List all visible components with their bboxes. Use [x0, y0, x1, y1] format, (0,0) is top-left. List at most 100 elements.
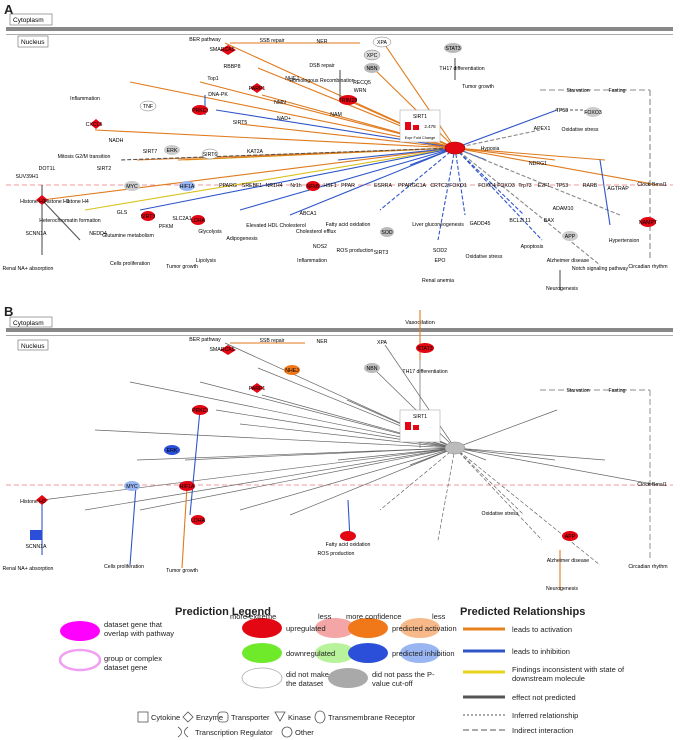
node-label: TP53	[556, 183, 569, 189]
pathway-diagram-b: Cytoplasm Nucleus Vasodilation	[3, 310, 673, 592]
node-label: TNF	[143, 104, 153, 110]
node-label: NER	[317, 39, 328, 45]
legend-tm-receptor: Transmembrane Receptor	[328, 713, 416, 722]
prediction-legend: Prediction Legend Predicted Relationship…	[0, 598, 680, 740]
node-label: PFKM	[159, 224, 173, 230]
node-label: Renal NA+ absorption	[3, 266, 54, 272]
node-label: FOXO4	[478, 183, 496, 189]
node-label: Clock-Bmal1	[637, 482, 667, 488]
legend-rel-incons: Findings inconsistent with state of down…	[512, 665, 625, 683]
node-label: E2F1	[538, 183, 551, 189]
node-label: NDRG1	[529, 161, 547, 167]
node-label: Starvation	[566, 88, 589, 94]
node-label: NHEJ	[285, 368, 299, 374]
legend-down-swatch	[242, 643, 282, 663]
node-label: Hypoxia	[481, 146, 500, 152]
node-label: XPC	[367, 53, 378, 59]
node-label: Starvation	[566, 388, 589, 394]
node-label: Tumor growth	[462, 84, 494, 90]
node-label: SREBF1	[242, 183, 262, 189]
node-label: APP	[565, 534, 576, 540]
node-label: Fatty acid oxidation	[326, 542, 371, 548]
node-label: STAT3	[445, 46, 460, 52]
legend-pred-act: predicted activation	[392, 624, 457, 633]
legend-less: less	[318, 612, 332, 621]
node-label: HIF1A	[180, 484, 195, 490]
node-label: SMARCA5	[209, 47, 234, 53]
node-label: Top1	[207, 76, 218, 82]
node-label: Hypertension	[609, 238, 640, 244]
node-label: CXCL5	[86, 122, 103, 128]
node-label: SCNN1A	[25, 544, 47, 550]
node-label: SIRT2	[97, 166, 112, 172]
legend-rel-np: effect not predicted	[512, 693, 576, 702]
node-label: Fatty acid oxidation	[326, 222, 371, 228]
node-label: Alzheimer disease	[547, 258, 589, 264]
node-label: SIRT6	[203, 152, 218, 158]
node-label: Oxidative stress	[466, 254, 503, 260]
node-label: ESRRA	[374, 183, 392, 189]
node-label: MYC	[126, 184, 138, 190]
legend-inferred: Inferred relationship	[512, 711, 579, 720]
node-label: HIF1A	[180, 184, 195, 190]
legend-more-extreme: more extreme	[230, 612, 277, 621]
node-label: Elevated HDL Cholesterol	[246, 223, 306, 229]
node-label: Heterochromatin formation	[39, 218, 101, 224]
node-label: Homologous Recombination	[289, 78, 354, 84]
node-label: FOXO3	[497, 183, 515, 189]
node-label: Inflammation	[297, 258, 327, 264]
node-label: SUV39H1	[15, 174, 38, 180]
node-label: PRKCI	[192, 108, 208, 114]
node-label: Lipolysis	[196, 258, 216, 264]
nucleus-label: Nucleus	[21, 39, 45, 46]
node-label: Inflammation	[70, 96, 100, 102]
node-label: SOD2	[433, 248, 447, 254]
node-label: APP	[565, 234, 576, 240]
legend-not-make: did not make the dataset	[286, 670, 329, 688]
node-label: SIRT5	[233, 120, 248, 126]
legend-dataset-text: dataset gene that overlap with pathway	[104, 620, 175, 638]
sirt1-expression-inset: SIRT1 2.478 Expr Fold Change	[399, 109, 441, 143]
node-label: FOXO1	[449, 183, 467, 189]
cytoplasm-label-b: Cytoplasm	[13, 320, 44, 327]
node-label: DSB repair	[309, 63, 335, 69]
node-label: NAM	[330, 112, 342, 118]
legend-cytokine: Cytokine	[151, 713, 181, 722]
node-label: SIRT3	[141, 214, 156, 220]
node-label: PRKCI	[192, 408, 208, 414]
node-label: Apoptosis	[521, 244, 544, 250]
node-label: RBBP8	[223, 64, 240, 70]
node-label: Neurogenesis	[546, 586, 578, 592]
node-label: Oxidative stress	[562, 127, 599, 133]
node-label: Fasting	[608, 388, 625, 394]
node-label: PARP1	[249, 386, 266, 392]
node-label: ROS production	[337, 248, 374, 254]
node-label: NBN	[367, 366, 378, 372]
legend-enzyme: Enzyme	[196, 713, 224, 722]
node-label: Histone H3	[20, 499, 46, 505]
svg-text:Expr Fold Change: Expr Fold Change	[405, 136, 436, 140]
node-label: Adipogenesis	[226, 236, 258, 242]
legend-upreg: upregulated	[286, 624, 326, 633]
panel-label-a: A	[4, 2, 14, 17]
node-label: GADD45	[470, 221, 491, 227]
node-label: KAT2A	[247, 149, 264, 155]
node-label: NAD+	[277, 116, 291, 122]
legend-pred-inh: predicted inhibition	[392, 649, 455, 658]
node-label: NHEJ	[285, 76, 299, 82]
node-label: NFkB	[307, 184, 321, 190]
legend-indirect: Indirect interaction	[512, 726, 574, 735]
node-label: EPO	[435, 258, 446, 264]
node-label: TRIM28	[339, 98, 358, 104]
legend-trans-reg: Transcription Regulator	[195, 728, 273, 737]
node-label: Cells proliferation	[110, 261, 150, 267]
legend-title: Prediction Legend	[175, 606, 271, 618]
node-label: NMN	[274, 100, 286, 106]
nucleus-label-b: Nucleus	[21, 343, 45, 350]
node-label: Neurogenesis	[546, 286, 578, 292]
node-label: WRN	[354, 88, 367, 94]
node-label: Liver gluconeogenesis	[412, 222, 464, 228]
node-label: NEDD4	[89, 231, 107, 237]
node-label: Renal anemia	[422, 278, 454, 284]
node-label: TH17 differentiation	[439, 66, 484, 72]
